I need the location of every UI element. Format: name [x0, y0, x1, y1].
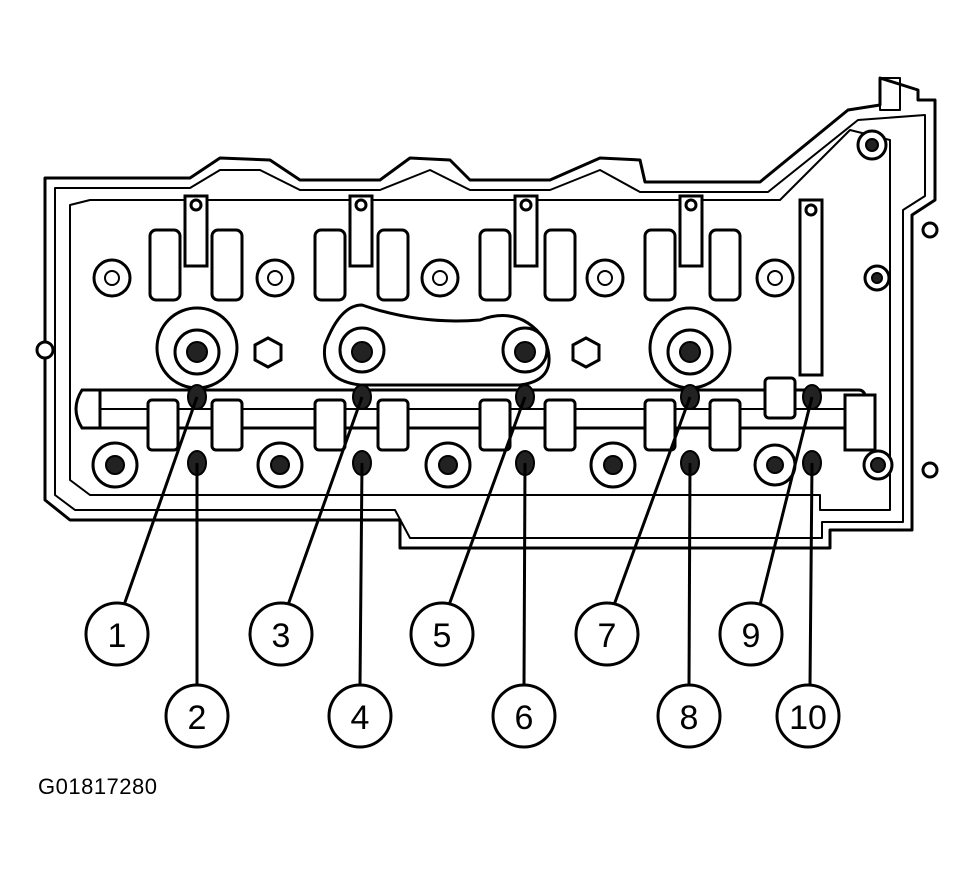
callout-2-label: 2	[188, 699, 207, 737]
callout-7-label: 7	[598, 617, 617, 655]
callout-7: 7	[574, 601, 640, 667]
rocker-assemblies	[148, 129, 894, 481]
callout-4: 4	[327, 683, 393, 749]
figure-id: G01817280	[38, 774, 158, 799]
callout-5: 5	[409, 601, 475, 667]
callout-5-label: 5	[433, 617, 452, 655]
lower-head-bolts	[91, 441, 797, 489]
callout-2: 2	[164, 683, 230, 749]
callout-6: 6	[491, 683, 557, 749]
callout-1-label: 1	[108, 617, 127, 655]
callout-9: 9	[718, 601, 784, 667]
upper-bosses	[92, 258, 795, 298]
leader-lines	[122, 396, 814, 687]
callout-8: 8	[656, 683, 722, 749]
callout-3-label: 3	[272, 617, 291, 655]
callout-3: 3	[248, 601, 314, 667]
callout-1: 1	[84, 601, 150, 667]
cylinder-head-outline	[35, 76, 939, 550]
callout-10-label: 10	[789, 699, 827, 737]
callout-10: 10	[775, 683, 841, 749]
callout-6-label: 6	[515, 699, 534, 737]
callout-4-label: 4	[351, 699, 370, 737]
cam-lobes	[146, 376, 797, 452]
callout-9-label: 9	[742, 617, 761, 655]
callout-8-label: 8	[680, 699, 699, 737]
